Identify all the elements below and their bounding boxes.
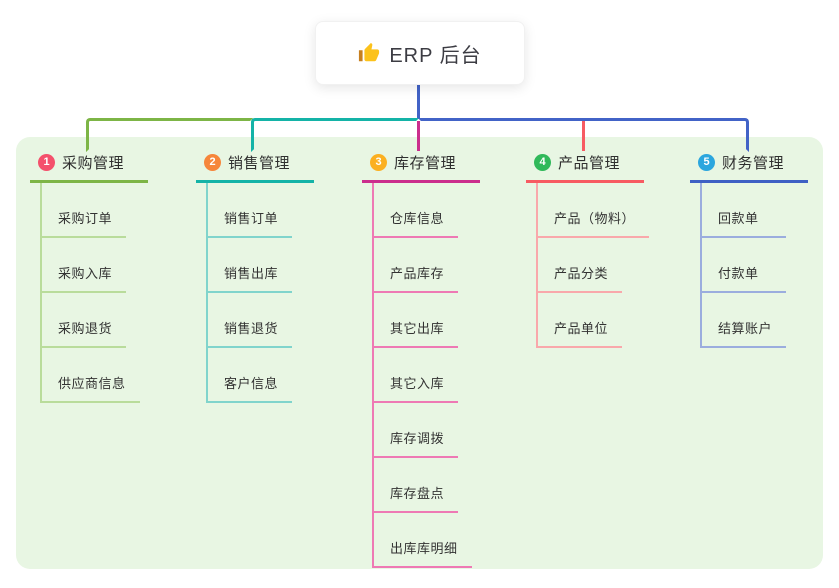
branch-node-product[interactable]: 4 产品管理 bbox=[526, 146, 644, 183]
leaf-label: 回款单 bbox=[718, 211, 759, 226]
leaf-node[interactable]: 仓库信息 bbox=[372, 183, 459, 238]
connector-root-line bbox=[417, 83, 420, 119]
leaf-label: 客户信息 bbox=[224, 376, 279, 391]
leaf-label: 采购退货 bbox=[58, 321, 113, 336]
leaf-node[interactable]: 供应商信息 bbox=[40, 348, 140, 403]
leaf-label: 其它入库 bbox=[390, 376, 445, 391]
leaf-node[interactable]: 销售出库 bbox=[206, 238, 293, 293]
branch-badge-3: 3 bbox=[370, 154, 387, 171]
leaf-label: 库存调拨 bbox=[390, 431, 445, 446]
leaf-node[interactable]: 销售退货 bbox=[206, 293, 293, 348]
leaf-node[interactable]: 产品分类 bbox=[536, 238, 623, 293]
connector-branch-4 bbox=[582, 121, 585, 151]
leaf-label: 出库库明细 bbox=[390, 541, 458, 556]
leaf-node[interactable]: 其它入库 bbox=[372, 348, 459, 403]
root-node-title: ERP 后台 bbox=[389, 44, 482, 67]
leaf-label: 产品单位 bbox=[554, 321, 609, 336]
branch-node-inventory[interactable]: 3 库存管理 bbox=[362, 146, 480, 183]
branch-badge-2: 2 bbox=[204, 154, 221, 171]
leaf-label: 采购订单 bbox=[58, 211, 113, 226]
leaf-label: 产品分类 bbox=[554, 266, 609, 281]
branch-node-finance[interactable]: 5 财务管理 bbox=[690, 146, 808, 183]
leaf-node[interactable]: 其它出库 bbox=[372, 293, 459, 348]
leaf-node[interactable]: 采购退货 bbox=[40, 293, 127, 348]
connector-branch-1 bbox=[86, 118, 253, 152]
branch-panel bbox=[16, 137, 823, 569]
leaf-node[interactable]: 产品库存 bbox=[372, 238, 459, 293]
leaf-label: 销售订单 bbox=[224, 211, 279, 226]
leaf-node[interactable]: 采购订单 bbox=[40, 183, 127, 238]
branch-badge-4: 4 bbox=[534, 154, 551, 171]
leaf-label: 销售出库 bbox=[224, 266, 279, 281]
leaf-node[interactable]: 销售订单 bbox=[206, 183, 293, 238]
leaf-label: 付款单 bbox=[718, 266, 759, 281]
leaf-label: 其它出库 bbox=[390, 321, 445, 336]
leaf-label: 产品（物料） bbox=[554, 211, 636, 226]
branch-node-purchase[interactable]: 1 采购管理 bbox=[30, 146, 148, 183]
branch-sales: 2 销售管理 销售订单 销售出库 销售退货 客户信息 bbox=[196, 146, 314, 403]
leaf-node[interactable]: 库存调拨 bbox=[372, 403, 459, 458]
leaf-node[interactable]: 结算账户 bbox=[700, 293, 787, 348]
leaf-node[interactable]: 采购入库 bbox=[40, 238, 127, 293]
leaf-node[interactable]: 产品单位 bbox=[536, 293, 623, 348]
leaf-node[interactable]: 出库库明细 bbox=[372, 513, 472, 568]
branch-node-sales[interactable]: 2 销售管理 bbox=[196, 146, 314, 183]
branch-node-label: 库存管理 bbox=[394, 155, 457, 172]
leaf-label: 供应商信息 bbox=[58, 376, 126, 391]
branch-node-label: 销售管理 bbox=[228, 155, 291, 172]
leaf-node[interactable]: 付款单 bbox=[700, 238, 786, 293]
connector-branch-3 bbox=[417, 121, 420, 151]
branch-finance: 5 财务管理 回款单 付款单 结算账户 bbox=[690, 146, 808, 348]
branch-node-label: 产品管理 bbox=[558, 155, 621, 172]
branch-badge-5: 5 bbox=[698, 154, 715, 171]
leaf-node[interactable]: 产品（物料） bbox=[536, 183, 650, 238]
leaf-label: 库存盘点 bbox=[390, 486, 445, 501]
leaf-node[interactable]: 库存盘点 bbox=[372, 458, 459, 513]
thumbs-up-icon bbox=[358, 42, 380, 64]
leaf-node[interactable]: 回款单 bbox=[700, 183, 786, 238]
leaf-label: 采购入库 bbox=[58, 266, 113, 281]
branch-inventory: 3 库存管理 仓库信息 产品库存 其它出库 其它入库 库存调拨 库存盘点 出库库… bbox=[362, 146, 480, 568]
branch-purchase: 1 采购管理 采购订单 采购入库 采购退货 供应商信息 bbox=[30, 146, 148, 403]
branch-product: 4 产品管理 产品（物料） 产品分类 产品单位 bbox=[526, 146, 650, 348]
leaf-label: 销售退货 bbox=[224, 321, 279, 336]
leaf-label: 产品库存 bbox=[390, 266, 445, 281]
connector-branch-5 bbox=[418, 118, 749, 152]
branch-badge-1: 1 bbox=[38, 154, 55, 171]
leaf-label: 结算账户 bbox=[718, 321, 773, 336]
leaf-label: 仓库信息 bbox=[390, 211, 445, 226]
root-node[interactable]: ERP 后台 bbox=[315, 21, 525, 85]
branch-node-label: 采购管理 bbox=[62, 155, 125, 172]
branch-node-label: 财务管理 bbox=[722, 155, 785, 172]
leaf-node[interactable]: 客户信息 bbox=[206, 348, 293, 403]
connector-branch-2 bbox=[251, 118, 419, 152]
